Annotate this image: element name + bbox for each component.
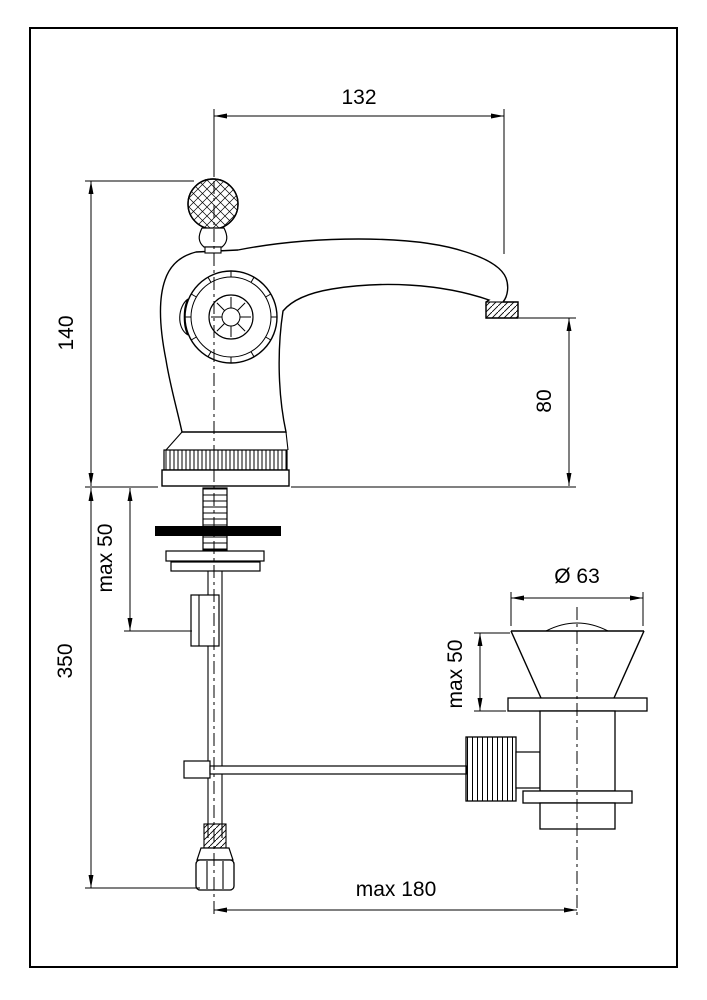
faucet-base-ribbed-band: [163, 449, 288, 471]
hose-cone: [196, 847, 234, 861]
dimension-label-deck-thickness: max 50: [94, 524, 117, 593]
dimension-label-spout-height: 80: [533, 389, 556, 412]
dimension-waste-deck-thickness: max 50: [444, 632, 510, 712]
dimension-spout-reach: 132: [213, 86, 505, 254]
dimension-label-under-body-length: 350: [54, 643, 77, 678]
dimension-deck-thickness: max 50: [94, 488, 192, 632]
dimension-rod-reach: max 180: [214, 878, 577, 913]
drain-knurled-nut: [465, 736, 517, 802]
dimension-under-body-length: 350: [54, 486, 200, 889]
spout-aerator: [485, 301, 519, 319]
mounting-washer-upper: [165, 550, 265, 562]
dimension-label-body-height: 140: [55, 315, 78, 350]
below-deck-assembly: [155, 487, 468, 891]
faucet-knob: [187, 178, 239, 254]
pop-up-drain: [465, 622, 648, 830]
handle-flutes: [185, 271, 277, 363]
page-frame: [29, 27, 678, 968]
dimension-label-waste-deck-thickness: max 50: [444, 640, 467, 709]
dimension-waste-diameter: Ø 63: [510, 565, 644, 626]
drain-dome-cap: [545, 622, 609, 632]
handle-star-pattern: [211, 297, 251, 337]
dimension-label-waste-diameter: Ø 63: [554, 565, 600, 588]
drain-funnel-right: [613, 630, 645, 699]
drain-funnel-left: [510, 630, 542, 699]
mounting-nut: [190, 594, 220, 647]
base-flare-left: [165, 431, 183, 451]
hose-braid: [203, 823, 227, 849]
base-flare-right: [285, 431, 289, 451]
drain-rod-stub: [515, 751, 541, 789]
hose-hex-nut: [195, 859, 235, 891]
pop-up-horizontal-rod: [209, 765, 468, 775]
faucet-base-lip: [161, 469, 290, 487]
dimension-spout-height: 80: [291, 317, 576, 488]
gasket-seal: [155, 526, 281, 536]
dimension-body-height: 140: [55, 180, 194, 486]
dimension-label-rod-reach: max 180: [356, 878, 437, 901]
faucet-handle-wheel: [179, 270, 278, 364]
faucet-illustration: [155, 178, 648, 891]
mounting-washer-lower: [170, 561, 261, 572]
dimension-label-spout-reach: 132: [341, 86, 376, 109]
pop-up-rod-clamp: [183, 760, 211, 779]
threaded-shank: [202, 487, 228, 551]
